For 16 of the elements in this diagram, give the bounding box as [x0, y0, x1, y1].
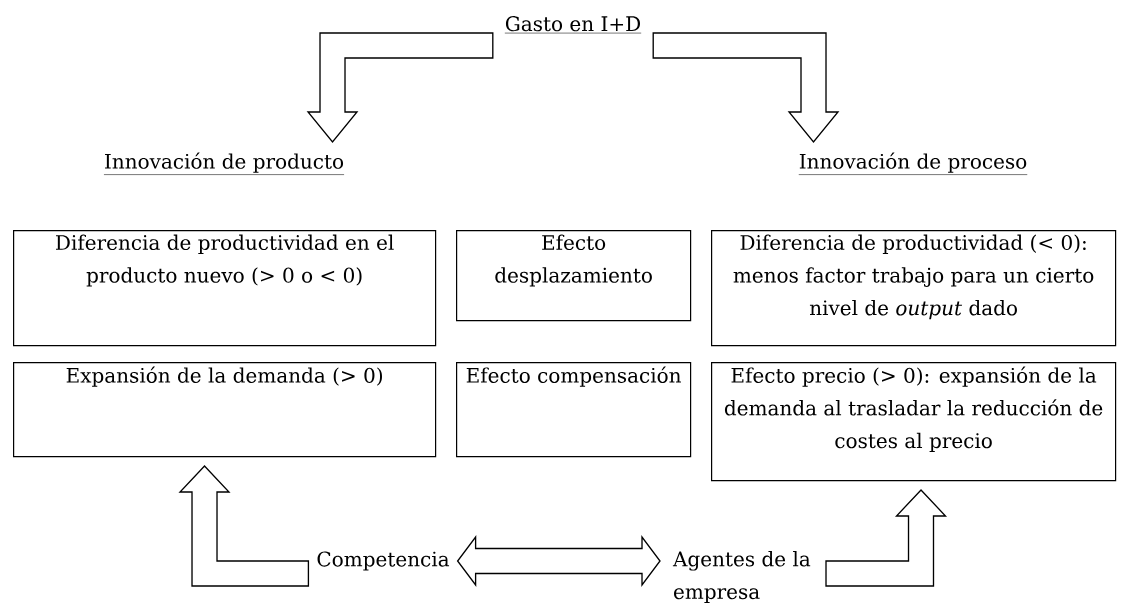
text-box: Efecto compensación — [456, 362, 692, 458]
underlined-heading: Innovación de proceso — [798, 152, 1028, 175]
text-box: Efecto precio (> 0): expansión de la demanda al trasladar la reducción de costes al precio — [711, 362, 1117, 482]
block-arrow — [825, 489, 948, 587]
text-label: Agentes de la empresa — [672, 551, 811, 603]
block-arrow — [178, 465, 310, 587]
text-box: Diferencia de productividad en el producto nuevo (> 0 o < 0) — [13, 230, 437, 347]
text-box: Expansión de la demanda (> 0) — [13, 362, 437, 458]
text-box: Diferencia de productividad (< 0): menos factor trabajo para un cierto nivel de output dado — [711, 230, 1117, 347]
block-arrow — [306, 32, 494, 144]
underlined-heading: Innovación de producto — [103, 152, 345, 175]
block-arrow — [652, 32, 840, 144]
underlined-heading: Gasto en I+D — [504, 16, 642, 34]
text-label: Competencia — [317, 551, 450, 571]
text-box: Efecto desplazamiento — [456, 230, 692, 322]
block-arrow — [456, 535, 661, 587]
